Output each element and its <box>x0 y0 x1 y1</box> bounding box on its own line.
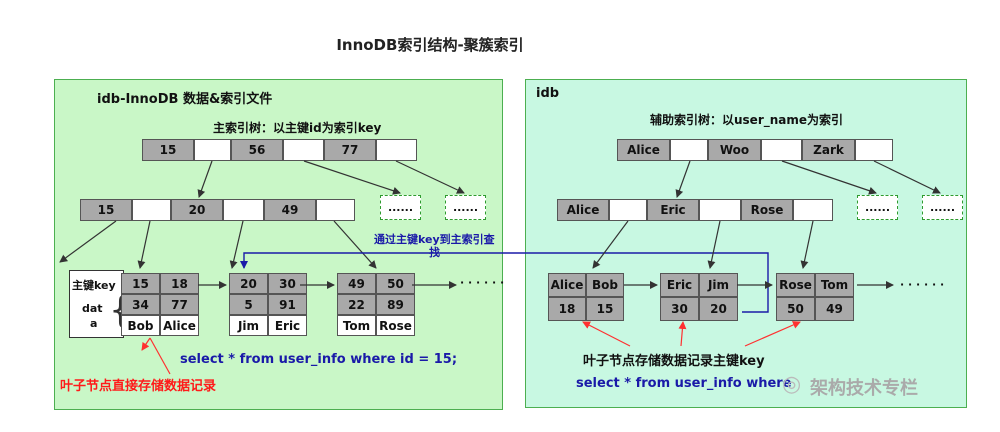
internal-key: 49 <box>264 199 316 221</box>
leaf-cell: Alice <box>160 315 199 336</box>
secondary-leaf-note: 叶子节点存储数据记录主键key <box>583 354 765 369</box>
leaf-cell: 77 <box>160 294 199 315</box>
leaf-cell: 15 <box>586 297 624 321</box>
wechat-icon: ◎ <box>782 372 802 397</box>
omitted-node: ...... <box>380 195 421 220</box>
internal-pointer <box>699 199 741 221</box>
leaf-cell: 89 <box>376 294 415 315</box>
omitted-node: ...... <box>922 195 963 220</box>
leaf-cell: 20 <box>699 297 738 321</box>
internal-key: 20 <box>171 199 223 221</box>
root-pointer <box>376 139 417 161</box>
root-pointer <box>855 139 893 161</box>
leaf-cell: 49 <box>337 273 376 294</box>
leaf-cell: Tom <box>337 315 376 336</box>
leaf-cell: 30 <box>268 273 307 294</box>
leaf-cell: Jim <box>229 315 268 336</box>
secondary-tree-title: 辅助索引树：以user_name为索引 <box>650 113 844 127</box>
internal-pointer <box>609 199 647 221</box>
internal-key: 15 <box>80 199 132 221</box>
leaf-cell: Alice <box>548 273 586 297</box>
leaf-cell: 18 <box>548 297 586 321</box>
internal-key: Rose <box>741 199 793 221</box>
diagram-title: InnoDB索引结构-聚簇索引 <box>336 36 524 54</box>
leaf-cell: 30 <box>660 297 699 321</box>
leaf-cell: Tom <box>815 273 854 297</box>
leaf-cell: Bob <box>121 315 160 336</box>
leaf-cell: 5 <box>229 294 268 315</box>
leaf-cell: 15 <box>121 273 160 294</box>
more-leaves: · · · · · · <box>900 278 945 291</box>
lookup-note: 通过主键key到主索引查 <box>374 233 495 246</box>
leaf-cell: 50 <box>776 297 815 321</box>
omitted-node: ...... <box>857 195 898 220</box>
internal-pointer <box>793 199 833 221</box>
row-label-box <box>69 270 124 338</box>
secondary-query: select * from user_info where <box>576 376 792 391</box>
leaf-cell: 20 <box>229 273 268 294</box>
primary-key-label: 主键key <box>72 279 116 292</box>
leaf-cell: Jim <box>699 273 738 297</box>
root-key: Woo <box>708 139 761 161</box>
leaf-note: 叶子节点直接存储数据记录 <box>60 379 217 394</box>
root-key: 56 <box>231 139 283 161</box>
internal-pointer <box>132 199 171 221</box>
root-pointer <box>761 139 802 161</box>
root-key: Zark <box>802 139 855 161</box>
lookup-note: 找 <box>429 246 440 259</box>
root-key: 77 <box>324 139 376 161</box>
left-panel-title: idb-InnoDB 数据&索引文件 <box>97 92 273 107</box>
internal-key: Alice <box>557 199 609 221</box>
omitted-node: ...... <box>445 195 486 220</box>
leaf-cell: 18 <box>160 273 199 294</box>
leaf-cell: 34 <box>121 294 160 315</box>
leaf-cell: 91 <box>268 294 307 315</box>
more-leaves: · · · · · · <box>460 276 505 289</box>
leaf-cell: Rose <box>776 273 815 297</box>
leaf-cell: Bob <box>586 273 624 297</box>
leaf-cell: 49 <box>815 297 854 321</box>
watermark: 架构技术专栏 <box>810 378 918 399</box>
leaf-cell: Rose <box>376 315 415 336</box>
primary-tree-title: 主索引树：以主键id为索引key <box>213 121 382 135</box>
primary-query: select * from user_info where id = 15; <box>180 352 458 367</box>
root-pointer <box>194 139 231 161</box>
data-label: a <box>90 317 98 330</box>
right-panel-title: idb <box>536 86 560 101</box>
internal-key: Eric <box>647 199 699 221</box>
leaf-cell: Eric <box>268 315 307 336</box>
root-pointer <box>670 139 708 161</box>
root-pointer <box>283 139 324 161</box>
data-label: dat <box>82 302 103 315</box>
leaf-cell: 50 <box>376 273 415 294</box>
root-key: Alice <box>617 139 670 161</box>
leaf-cell: Eric <box>660 273 699 297</box>
internal-pointer <box>316 199 355 221</box>
clustered-index-panel <box>54 79 503 410</box>
root-key: 15 <box>142 139 194 161</box>
leaf-cell: 22 <box>337 294 376 315</box>
internal-pointer <box>223 199 264 221</box>
